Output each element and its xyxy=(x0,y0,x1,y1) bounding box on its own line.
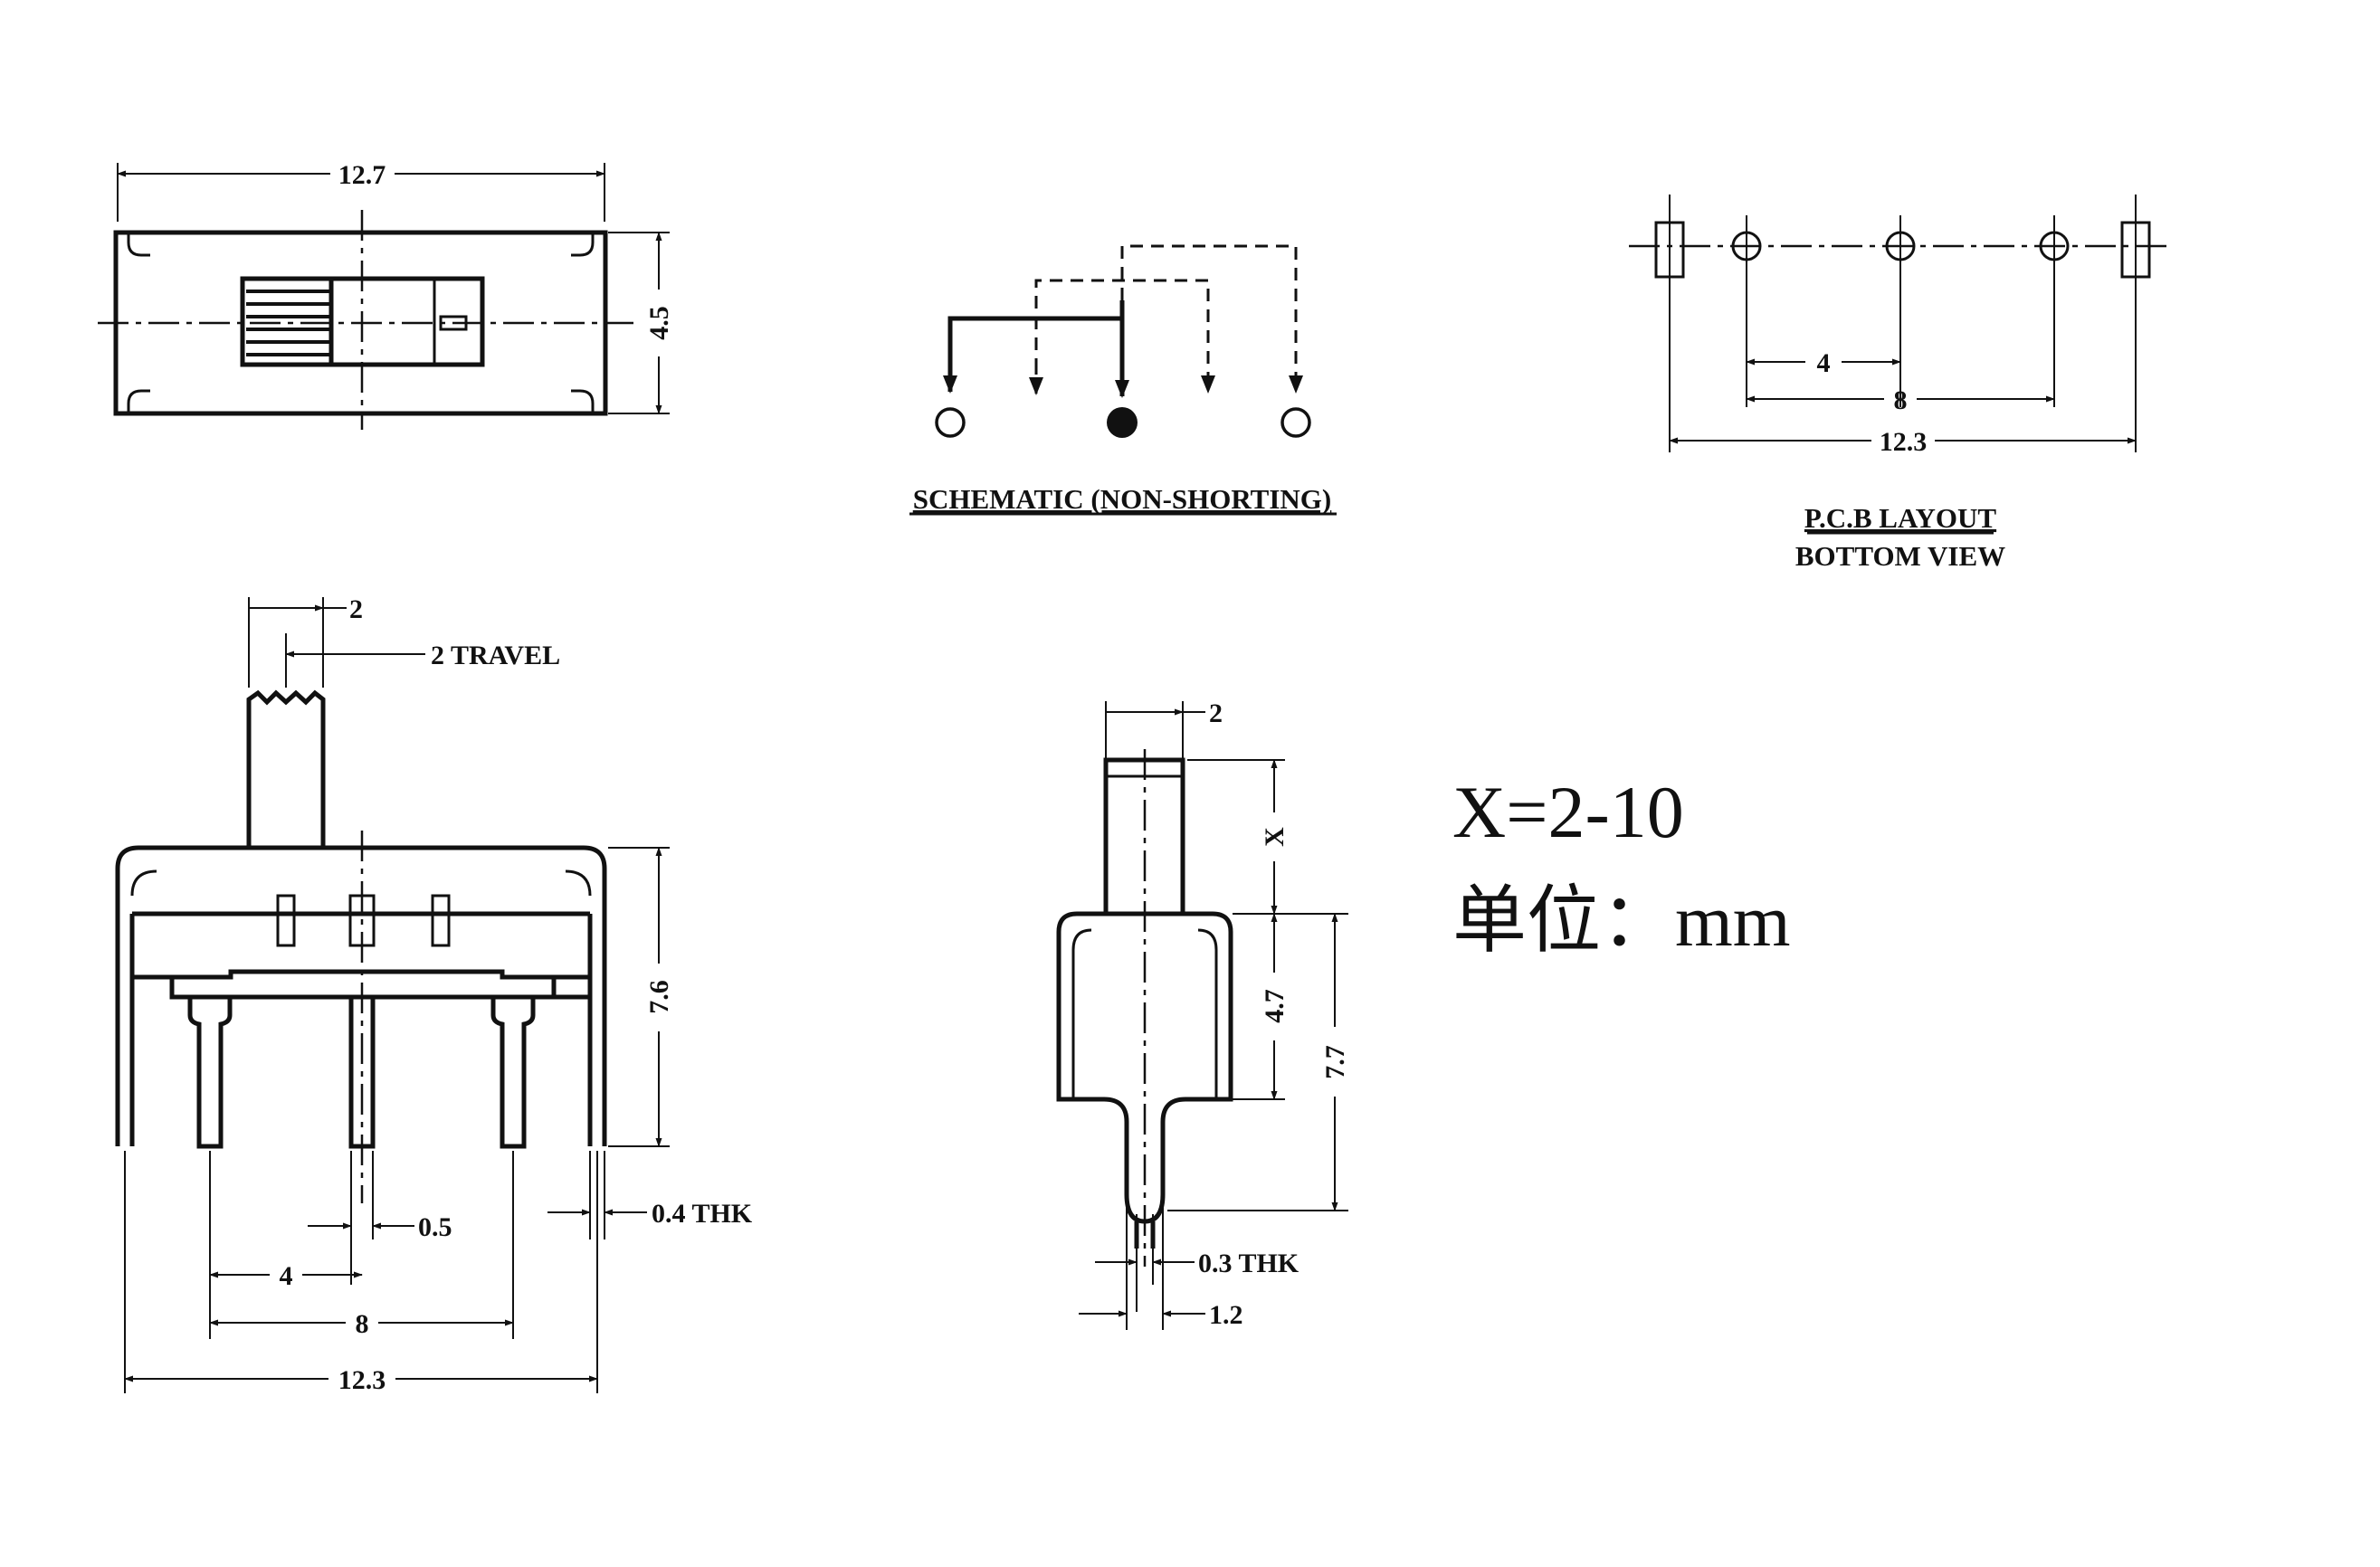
top-view: 12.7 4.5 xyxy=(98,160,674,430)
front-actuator xyxy=(246,689,326,848)
terminal-common xyxy=(1107,407,1138,438)
side-total-height-dim: 7.7 xyxy=(1320,1045,1350,1079)
pcb-outer-dim: 12.3 xyxy=(1880,427,1928,457)
pcb-layout: 4 8 12.3 P.C.B LAYOUT BOTTOM VIEW xyxy=(1629,195,2172,572)
terminal-right xyxy=(1280,407,1311,438)
pcb-hole-2 xyxy=(1885,231,1916,261)
terminal-left xyxy=(935,407,966,438)
pcb-caption-line2: BOTTOM VIEW xyxy=(1795,540,2005,572)
side-pin-width-dim: 1.2 xyxy=(1209,1300,1243,1330)
front-slot-left xyxy=(276,894,296,947)
front-pin-left xyxy=(187,997,233,1149)
notes: X=2-10 单位：mm xyxy=(1452,771,1791,962)
front-slot-right xyxy=(431,894,451,947)
side-actuator-length-dim: X xyxy=(1260,827,1290,847)
side-body xyxy=(1056,911,1233,1224)
top-height-dim: 4.5 xyxy=(644,306,674,340)
front-actuator-width-dim: 2 xyxy=(349,594,363,624)
pcb-caption-line1: P.C.B LAYOUT xyxy=(1804,502,1997,534)
pcb-slot-right xyxy=(2120,221,2151,279)
front-travel-dim: 2 TRAVEL xyxy=(431,641,560,670)
front-span-dim: 8 xyxy=(356,1309,369,1339)
schematic-caption: SCHEMATIC (NON-SHORTING) xyxy=(913,483,1332,515)
front-pitch-dim: 4 xyxy=(280,1261,293,1291)
front-pin-width-dim: 0.5 xyxy=(418,1212,452,1242)
side-pin-thickness-dim: 0.3 THK xyxy=(1198,1249,1299,1278)
side-actuator-width-dim: 2 xyxy=(1209,698,1223,728)
pcb-span-dim: 8 xyxy=(1894,385,1908,415)
pcb-hole-3 xyxy=(2039,231,2070,261)
front-height-dim: 7.6 xyxy=(644,980,674,1014)
side-view: 2 X 4.7 7.7 0.3 THK 1.2 xyxy=(1056,698,1350,1330)
front-view: 2 2 TRAVEL 7.6 0.5 0.4 T xyxy=(115,594,753,1395)
pcb-pitch-dim: 4 xyxy=(1817,348,1831,378)
pcb-hole-1 xyxy=(1731,231,1762,261)
top-length-dim: 12.7 xyxy=(338,160,386,190)
pcb-slot-left xyxy=(1654,221,1685,279)
unit-note: 单位：mm xyxy=(1452,879,1791,962)
front-outer-dim: 12.3 xyxy=(338,1365,386,1395)
knob-grip-ridges xyxy=(246,290,329,356)
schematic: SCHEMATIC (NON-SHORTING) xyxy=(909,244,1337,516)
x-range-note: X=2-10 xyxy=(1452,771,1684,853)
front-pin-right xyxy=(490,997,536,1149)
front-frame-thickness-dim: 0.4 THK xyxy=(652,1199,753,1229)
side-body-height-dim: 4.7 xyxy=(1260,989,1290,1023)
